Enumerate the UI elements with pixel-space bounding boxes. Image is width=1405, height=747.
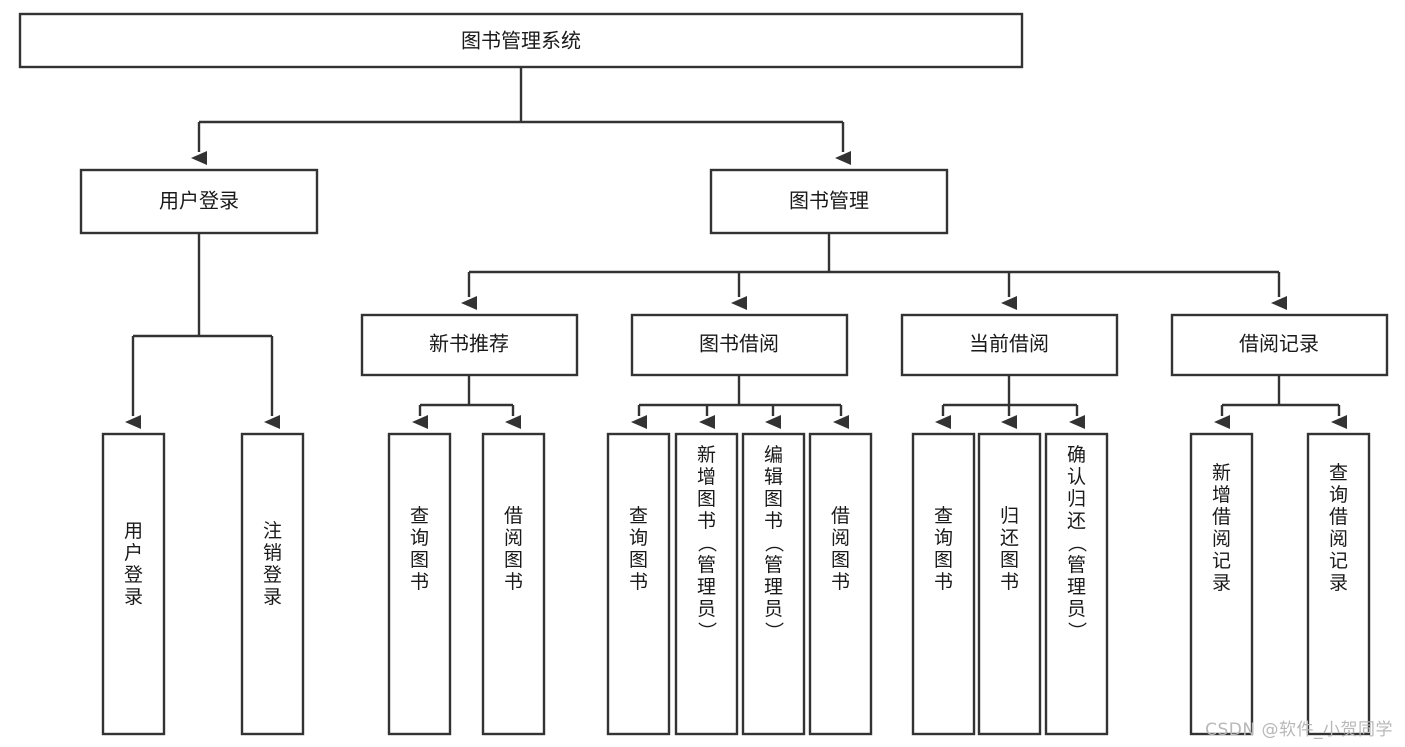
leaf-box-new-book-1[interactable] (387, 432, 452, 736)
node-borrow-record-label: 借阅记录 (1239, 332, 1319, 356)
node-book-management-label: 图书管理 (789, 189, 869, 213)
node-current-borrow[interactable]: 当前借阅 (900, 313, 1119, 377)
leaf-box-book-borrow-2[interactable] (674, 432, 739, 736)
node-user-login-label: 用户登录 (159, 189, 239, 213)
node-book-borrow[interactable]: 图书借阅 (630, 313, 849, 377)
leaf-box-borrow-record-1[interactable] (1189, 432, 1254, 736)
node-book-borrow-label: 图书借阅 (699, 332, 779, 356)
leaf-box-new-book-2[interactable] (481, 432, 546, 736)
leaf-box-borrow-record-2[interactable] (1306, 432, 1371, 736)
connector-userlogin-children (125, 233, 280, 429)
node-current-borrow-label: 当前借阅 (969, 332, 1049, 356)
node-new-book-recommend-label: 新书推荐 (429, 332, 509, 356)
connector-bookmgmt-children (461, 233, 1287, 310)
node-book-management[interactable]: 图书管理 (709, 168, 949, 235)
leaf-box-current-borrow-3[interactable] (1044, 432, 1109, 736)
leaf-box-book-borrow-4[interactable] (808, 432, 873, 736)
node-root-label: 图书管理系统 (461, 29, 581, 53)
leaf-box-book-borrow-1[interactable] (606, 432, 671, 736)
node-user-login[interactable]: 用户登录 (79, 168, 319, 235)
node-new-book-recommend[interactable]: 新书推荐 (360, 313, 579, 377)
csdn-watermark: CSDN @软件_小贺同学 (1205, 720, 1393, 740)
connector-bookborrow-children (631, 375, 849, 429)
node-borrow-record[interactable]: 借阅记录 (1170, 313, 1389, 377)
leaf-box-book-borrow-3[interactable] (741, 432, 806, 736)
leaf-box-user-login-2[interactable] (240, 432, 305, 736)
connector-currentborrow-children (935, 375, 1085, 429)
connector-borrowrecord-children (1214, 375, 1347, 429)
node-root[interactable]: 图书管理系统 (18, 12, 1024, 69)
leaf-box-current-borrow-1[interactable] (911, 432, 976, 736)
leaf-box-current-borrow-2[interactable] (977, 432, 1042, 736)
leaf-box-user-login-1[interactable] (101, 432, 166, 736)
connector-newbook-children (412, 375, 521, 429)
connector-root-to-level2 (191, 67, 851, 165)
